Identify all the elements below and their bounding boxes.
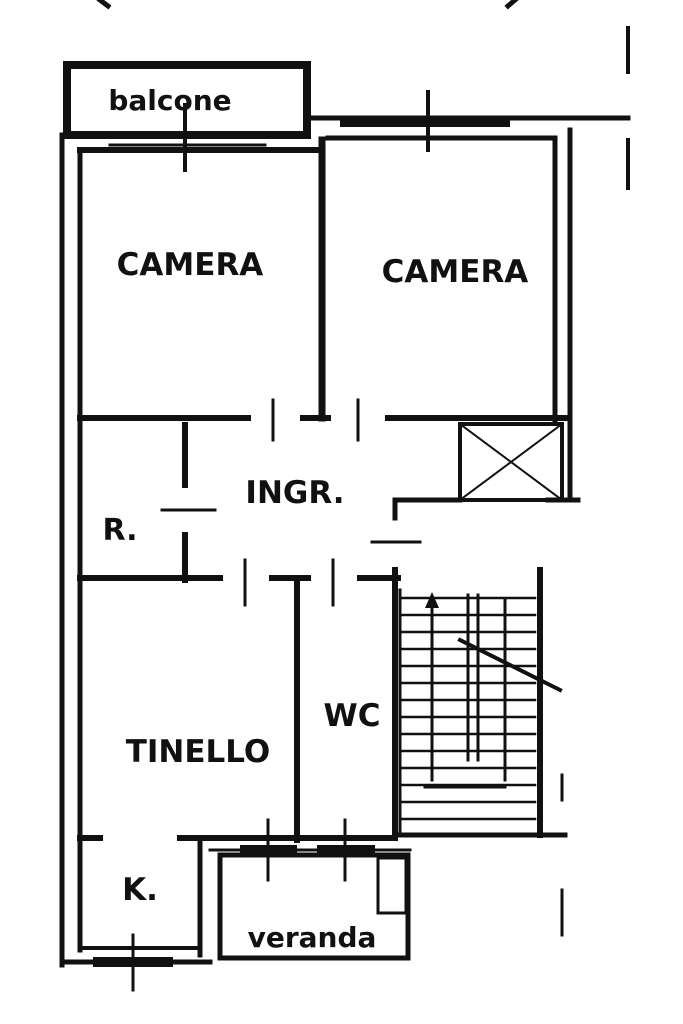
top-mark-right: [504, 0, 519, 10]
label-camera-left: CAMERA: [117, 247, 264, 283]
shaft-cross-b: [458, 422, 564, 502]
label-balcone: balcone: [108, 84, 231, 117]
label-ingresso: INGR.: [245, 475, 344, 511]
shaft-box: [458, 422, 564, 502]
label-tinello: TINELLO: [126, 734, 271, 770]
veranda-unit: [376, 856, 408, 915]
stair-arrow-up-head: [425, 592, 439, 608]
label-veranda: veranda: [248, 921, 377, 954]
label-ripostiglio: R.: [102, 513, 137, 548]
label-wc: WC: [324, 698, 381, 734]
label-kitchen: K.: [122, 872, 158, 908]
top-mark-left: [96, 0, 112, 10]
veranda-wall: [217, 852, 411, 961]
stair-break-line: [457, 637, 563, 693]
walls: [59, 0, 631, 992]
label-camera-right: CAMERA: [382, 254, 529, 290]
